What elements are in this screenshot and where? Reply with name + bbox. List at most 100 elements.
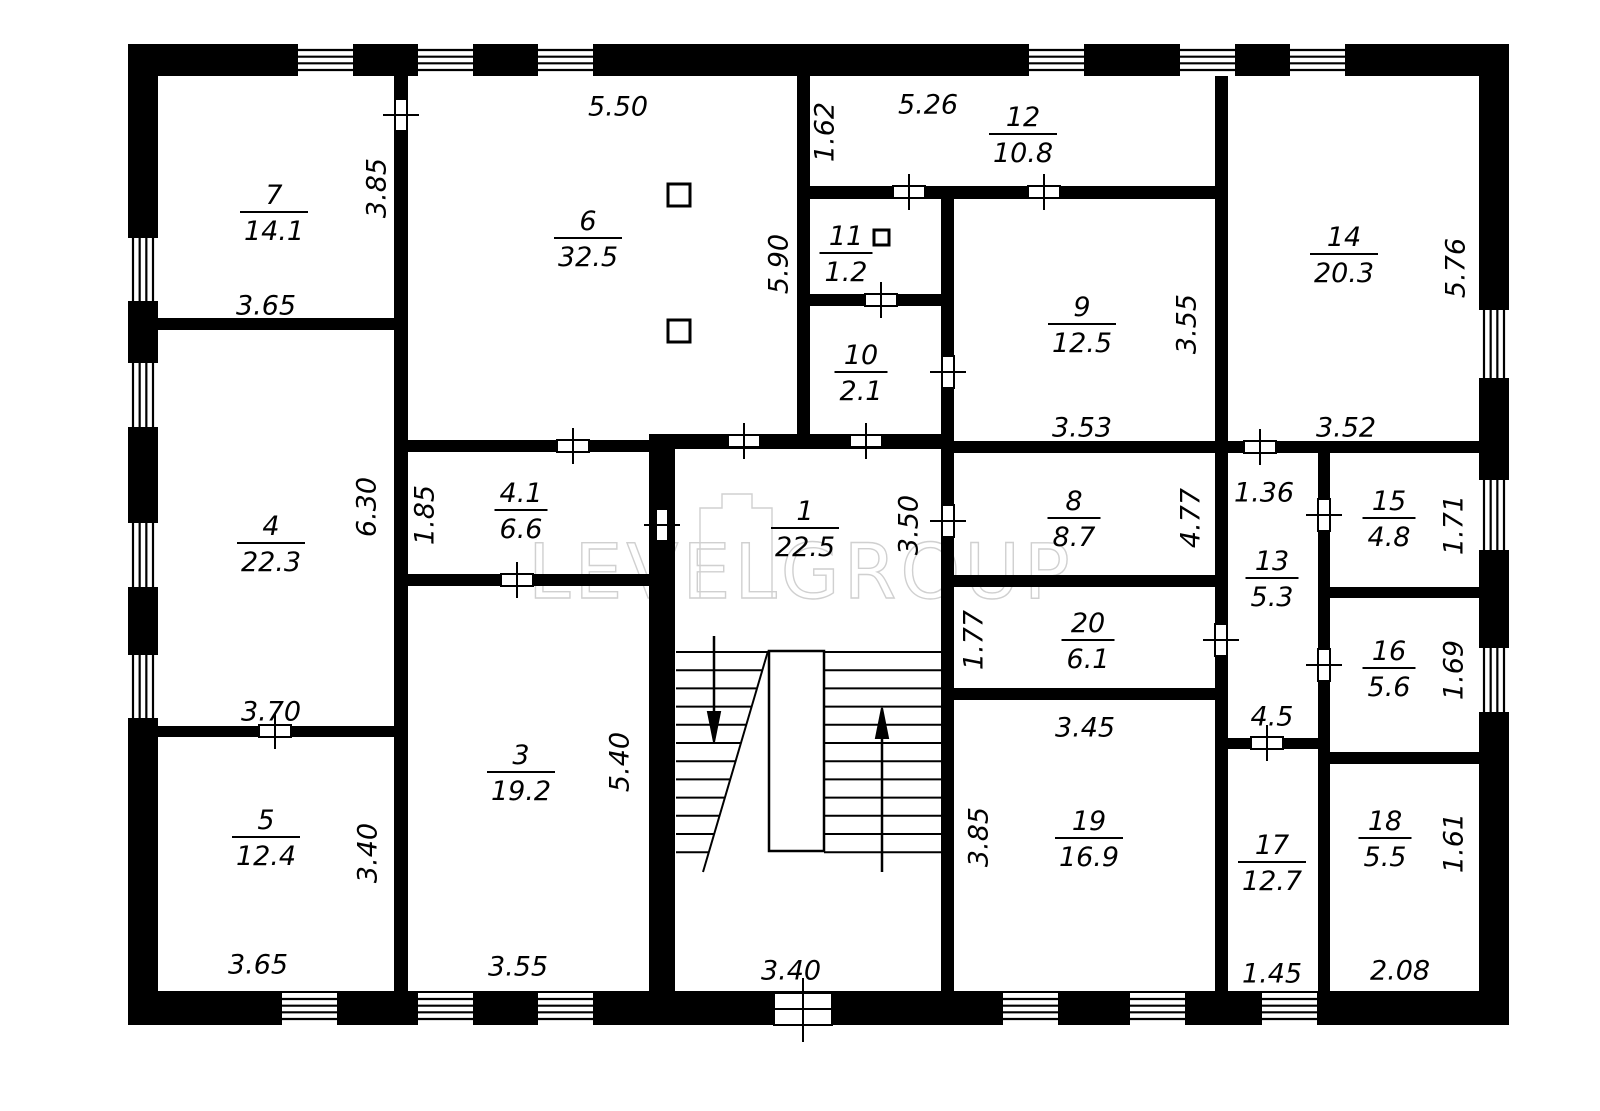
door-mark xyxy=(1250,725,1284,761)
room-area: 5.3 xyxy=(1251,582,1294,613)
dimension-r7-width: 3.65 xyxy=(236,291,296,322)
door-mark xyxy=(930,504,966,538)
dimension-r13-width: 1.36 xyxy=(1234,478,1294,509)
room-label-20: 206.1 xyxy=(1061,608,1115,675)
room-label-4: 422.3 xyxy=(237,511,305,578)
dimension-r5-length: 3.40 xyxy=(353,823,384,883)
room-number: 8 xyxy=(1065,486,1082,517)
door-mark xyxy=(930,355,966,389)
room-label-14: 14 20.3 xyxy=(1310,222,1378,289)
window xyxy=(1180,44,1235,76)
window xyxy=(282,993,337,1025)
room-number: 14 xyxy=(1327,222,1361,253)
watermark: LEVELGROUP xyxy=(528,527,1074,616)
room-number: 12 xyxy=(1006,102,1040,133)
dimension-r14-length: 5.76 xyxy=(1441,238,1472,298)
dimension-r19-length: 3.85 xyxy=(964,807,995,867)
room-label-1: 122.5 xyxy=(771,496,839,563)
dimension-r8-length: 4.77 xyxy=(1176,488,1207,548)
window xyxy=(128,523,158,587)
door-mark xyxy=(1243,429,1277,465)
dimension-r5-width: 3.65 xyxy=(228,950,288,981)
room-number: 4.1 xyxy=(500,478,543,509)
dimension-r4-length: 6.30 xyxy=(352,477,383,537)
room-label-7: 714.1 xyxy=(240,180,308,247)
room-area: 12.4 xyxy=(236,841,296,872)
dimension-r16-length: 1.69 xyxy=(1439,640,1470,700)
room-area: 12.5 xyxy=(1052,328,1112,359)
dimension-r20-length: 1.77 xyxy=(959,610,990,670)
room-label-17: 17 12.7 xyxy=(1238,830,1306,897)
dimension-r17-width: 1.45 xyxy=(1242,959,1302,990)
stair-up-arrow xyxy=(874,707,890,739)
stair-down-arrow xyxy=(706,711,722,743)
entrance-door xyxy=(773,978,833,1042)
door-mark xyxy=(864,282,898,318)
room-number: 19 xyxy=(1072,806,1106,837)
dimension-r4-width: 3.70 xyxy=(241,697,301,728)
door-mark xyxy=(258,713,292,749)
room-number: 20 xyxy=(1071,608,1105,639)
dimension-r1-length: 3.50 xyxy=(894,495,925,555)
room-number: 16 xyxy=(1372,636,1406,667)
dimension-r6-width: 5.50 xyxy=(588,92,648,123)
door-mark xyxy=(500,562,534,598)
dimension-labels: 3.653.855.505.905.261.625.763.523.553.53… xyxy=(228,90,1472,990)
dimension-r18-width: 2.08 xyxy=(1370,956,1430,987)
dimension-r12-length: 1.62 xyxy=(810,102,841,162)
window xyxy=(1479,480,1509,550)
room-number: 5 xyxy=(257,805,274,836)
staircase xyxy=(676,636,941,873)
room-number: 6 xyxy=(579,206,596,237)
room-labels: 122.5319.2422.34.16.6512.4632.5714.188.7… xyxy=(232,102,1416,897)
room-label-15: 154.8 xyxy=(1362,486,1416,553)
room-label-6: 632.5 xyxy=(554,206,622,273)
dimension-r18-length: 1.61 xyxy=(1439,813,1470,873)
dimension-r9-length: 3.55 xyxy=(1172,294,1203,354)
window xyxy=(128,363,158,427)
room-label-3: 319.2 xyxy=(487,740,555,807)
room-number: 7 xyxy=(265,180,282,211)
room-label-4-1: 4.16.6 xyxy=(494,478,548,545)
window xyxy=(128,238,158,301)
room-number: 3 xyxy=(512,740,529,771)
room-number: 17 xyxy=(1255,830,1289,861)
room-label-11: 111.2 xyxy=(819,221,873,288)
room-area: 12.7 xyxy=(1242,866,1302,897)
room-label-10: 102.1 xyxy=(834,340,888,407)
room-label-13: 135.3 xyxy=(1245,546,1299,613)
window xyxy=(418,44,473,76)
column-square xyxy=(666,318,692,344)
room-area: 20.3 xyxy=(1314,258,1374,289)
room-area: 10.8 xyxy=(993,138,1053,169)
window xyxy=(1262,993,1317,1025)
room-number: 9 xyxy=(1073,292,1090,323)
door-mark xyxy=(1306,648,1342,682)
room-label-16: 165.6 xyxy=(1362,636,1416,703)
room-label-12: 12 10.8 xyxy=(989,102,1057,169)
window xyxy=(1003,993,1058,1025)
window xyxy=(418,993,473,1025)
door-mark xyxy=(1306,498,1342,532)
window xyxy=(538,993,593,1025)
room-area: 4.8 xyxy=(1368,522,1411,553)
room-area: 32.5 xyxy=(558,242,618,273)
dimension-r15-length: 1.71 xyxy=(1439,495,1470,555)
dimension-r12-width: 5.26 xyxy=(898,90,958,121)
room-number: 10 xyxy=(844,340,878,371)
room-area: 22.5 xyxy=(775,532,835,563)
room-area: 6.6 xyxy=(500,514,543,545)
room-area: 6.1 xyxy=(1067,644,1110,675)
room-area: 19.2 xyxy=(491,776,551,807)
room-label-5: 512.4 xyxy=(232,805,300,872)
room-number: 1 xyxy=(796,496,813,527)
window xyxy=(538,44,593,76)
dimension-r41-length: 1.85 xyxy=(410,485,441,545)
room-area: 22.3 xyxy=(241,547,301,578)
room-area: 8.7 xyxy=(1053,522,1096,553)
window xyxy=(128,655,158,718)
window xyxy=(1029,44,1084,76)
dimension-r6-length: 5.90 xyxy=(764,234,795,294)
window xyxy=(298,44,353,76)
